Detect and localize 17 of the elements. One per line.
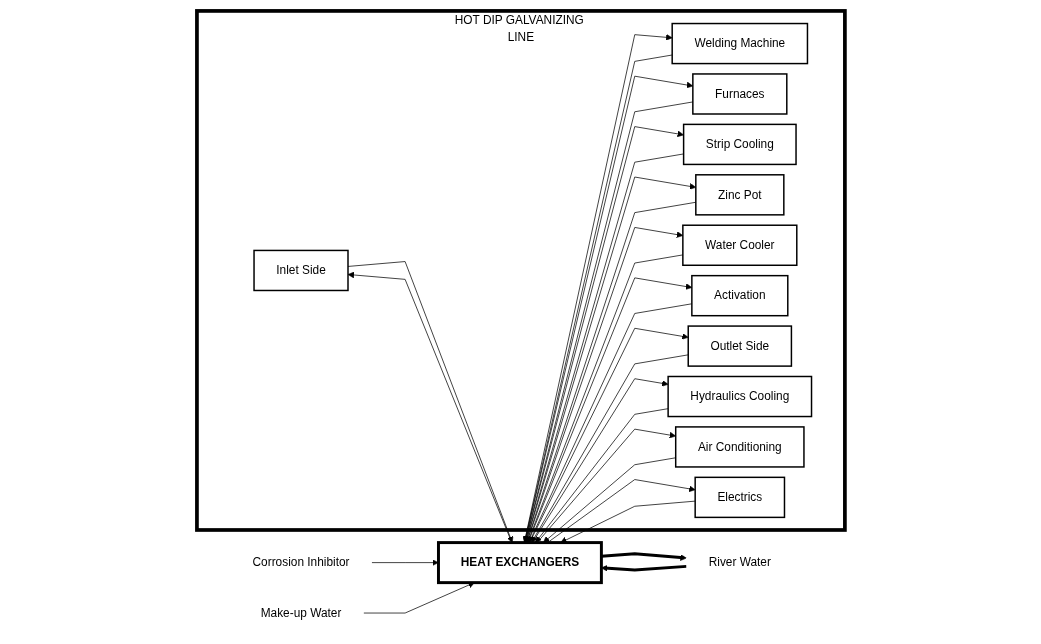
- node-text: Corrosion Inhibitor: [252, 555, 350, 569]
- node-box: Electrics: [694, 476, 785, 519]
- node-box: Welding Machine: [671, 22, 808, 65]
- node-box: Air Conditioning: [674, 426, 805, 468]
- node-box: Inlet Side: [252, 249, 349, 292]
- node-box: Outlet Side: [687, 325, 792, 367]
- node-text: Make-up Water: [260, 606, 341, 619]
- node-box: Furnaces: [691, 73, 788, 115]
- arrow: [600, 552, 687, 561]
- node-box: Zinc Pot: [694, 174, 785, 216]
- arrow: [600, 564, 687, 572]
- node-box: Water Cooler: [681, 224, 798, 266]
- node-text: River Water: [708, 555, 771, 569]
- node-box: HEAT EXCHANGERS: [436, 541, 603, 585]
- node-box: Activation: [690, 274, 789, 317]
- node-box: Hydraulics Cooling: [666, 375, 812, 418]
- node-box: Strip Cooling: [682, 123, 797, 166]
